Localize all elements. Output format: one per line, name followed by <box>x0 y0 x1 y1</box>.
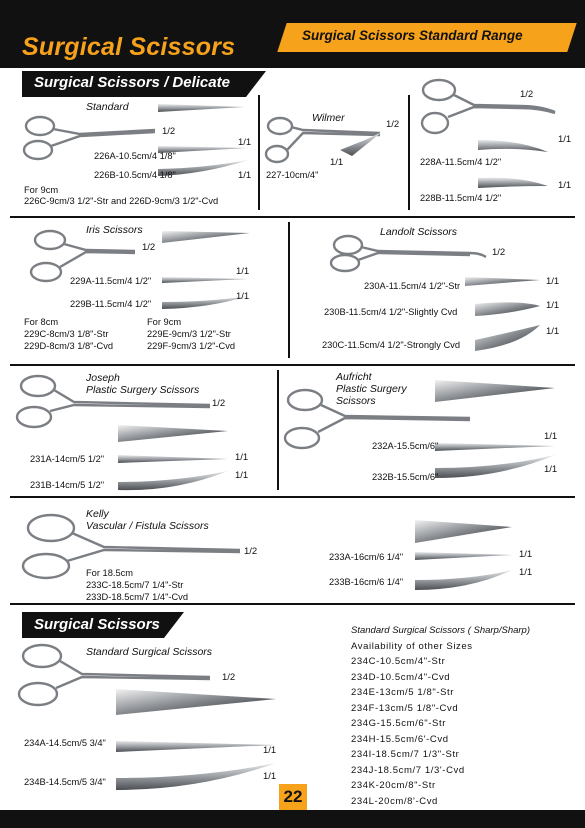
iris-line-a: 229A-11.5cm/4 1/2" <box>70 276 152 286</box>
kelly-name-1: Kelly <box>86 508 109 520</box>
iris-229e: 229E-9cm/3 1/2"-Str <box>147 329 231 339</box>
standard-note-1: For 9cm <box>24 185 59 195</box>
aufricht-line-b: 232B-15.5cm/6" <box>372 472 439 482</box>
list-item: 234E-13cm/5 1/8"-Str <box>351 687 455 698</box>
wilmer-name: Wilmer <box>312 112 345 124</box>
standard-ratio-a: 1/2 <box>162 126 176 137</box>
iris-ratio-a: 1/2 <box>142 242 156 253</box>
range-tab-label: Surgical Scissors Standard Range <box>302 28 523 43</box>
iris-line-b: 229B-11.5cm/4 1/2" <box>70 299 152 309</box>
iris-229f: 229F-9cm/3 1/2"-Cvd <box>147 341 236 351</box>
list-item: 234K-20cm/8"-Str <box>351 780 436 791</box>
iris-229c: 229C-8cm/3 1/8"-Str <box>24 329 109 339</box>
curved-ratio-c: 1/1 <box>558 180 572 191</box>
kelly-ratio-a: 1/2 <box>244 546 258 557</box>
iris-229d: 229D-8cm/3 1/8"-Cvd <box>24 341 114 351</box>
curved-line-a: 228A-11.5cm/4 1/2" <box>420 157 502 167</box>
landolt-ratio-c: 1/1 <box>546 300 560 311</box>
landolt-ratio-d: 1/1 <box>546 326 560 337</box>
std-surgical-line-b: 234B-14.5cm/5 3/4" <box>24 777 106 787</box>
list-item: 234J-18.5cm/7 1/3'-Cvd <box>351 764 465 776</box>
joseph-line-b: 231B-14cm/5 1/2" <box>30 480 105 490</box>
joseph-ratio-a: 1/2 <box>212 398 226 409</box>
landolt-ratio-a: 1/2 <box>492 247 506 258</box>
list-item: 234H-15.5cm/6'-Cvd <box>351 733 449 745</box>
iris-ratio-b: 1/1 <box>236 266 250 277</box>
landolt-line-a: 230A-11.5cm/4 1/2"-Str <box>364 281 461 291</box>
standard-ratio-b: 1/1 <box>238 137 252 148</box>
kelly-ratio-c: 1/1 <box>519 567 533 578</box>
std-surgical-ratio-a: 1/2 <box>222 672 236 683</box>
list-item: 234I-18.5cm/7 1/3"-Str <box>351 749 460 760</box>
std-surgical-name: Standard Surgical Scissors <box>86 646 213 658</box>
list-item: 234G-15.5cm/6"-Str <box>351 718 446 729</box>
curved-ratio-a: 1/2 <box>520 89 534 100</box>
sizes-heading: Standard Surgical Scissors ( Sharp/Sharp… <box>351 625 530 636</box>
standard-note-2: 226C-9cm/3 1/2"-Str and 226D-9cm/3 1/2"-… <box>24 196 219 206</box>
kelly-name-2: Vascular / Fistula Scissors <box>86 520 209 532</box>
divider-row2 <box>10 364 575 366</box>
landolt-name: Landolt Scissors <box>380 226 458 238</box>
standard-line-a: 226A-10.5cm/4 1/8" <box>94 151 176 161</box>
kelly-line-a: 233A-16cm/6 1/4" <box>329 552 404 562</box>
iris-name: Iris Scissors <box>86 224 143 236</box>
section-title-surgical: Surgical Scissors <box>34 616 160 633</box>
aufricht-ratio-c: 1/1 <box>544 464 558 475</box>
page-title: Surgical Scissors <box>22 33 236 61</box>
std-surgical-ratio-c: 1/1 <box>263 771 277 782</box>
aufricht-line-a: 232A-15.5cm/6" <box>372 441 439 451</box>
divider-v4 <box>277 370 279 490</box>
kelly-233d: 233D-18.5cm/7 1/4"-Cvd <box>86 592 188 602</box>
sizes-list: Standard Surgical Scissors ( Sharp/Sharp… <box>351 623 530 809</box>
standard-line-b: 226B-10.5cm/4 1/8" <box>94 170 176 180</box>
std-surgical-ratio-b: 1/1 <box>263 745 277 756</box>
divider-row4 <box>10 603 575 605</box>
landolt-line-c: 230C-11.5cm/4 1/2"-Strongly Cvd <box>322 340 460 350</box>
std-surgical-line-a: 234A-14.5cm/5 3/4" <box>24 738 106 748</box>
divider-v2 <box>408 95 410 210</box>
section-bar-delicate <box>22 71 266 97</box>
joseph-ratio-c: 1/1 <box>235 470 249 481</box>
divider-v3 <box>288 222 290 358</box>
aufricht-name-2: Plastic Surgery <box>336 383 407 395</box>
joseph-ratio-b: 1/1 <box>235 452 249 463</box>
page-footer <box>0 810 585 828</box>
divider-row1 <box>10 216 575 218</box>
aufricht-ratio-b: 1/1 <box>544 431 558 442</box>
divider-v1 <box>258 95 260 210</box>
wilmer-line: 227-10cm/4" <box>266 170 319 180</box>
curved-ratio-b: 1/1 <box>558 134 572 145</box>
section-bar-surgical <box>22 612 184 638</box>
joseph-name-2: Plastic Surgery Scissors <box>86 384 200 396</box>
iris-for8: For 8cm <box>24 317 59 327</box>
landolt-line-b: 230B-11.5cm/4 1/2"-Slightly Cvd <box>324 307 458 317</box>
ring-icon <box>24 115 56 137</box>
section-title-delicate: Surgical Scissors / Delicate <box>34 74 230 91</box>
wilmer-ratio-a: 1/2 <box>386 119 400 130</box>
divider-row3 <box>10 496 575 498</box>
wilmer-ratio-b: 1/1 <box>330 157 344 168</box>
aufricht-name-1: Aufricht <box>336 371 372 383</box>
kelly-for: For 18.5cm <box>86 568 134 578</box>
standard-ratio-c: 1/1 <box>238 170 252 181</box>
kelly-ratio-b: 1/1 <box>519 549 533 560</box>
landolt-ratio-b: 1/1 <box>546 276 560 287</box>
blade-tip <box>158 104 245 112</box>
curved-line-b: 228B-11.5cm/4 1/2" <box>420 193 502 203</box>
list-item: 234F-13cm/5 1/8"-Cvd <box>351 702 459 714</box>
aufricht-name-3: Scissors <box>336 395 376 407</box>
page-number: 22 <box>279 784 307 810</box>
ring-icon <box>22 139 54 161</box>
iris-ratio-c: 1/1 <box>236 291 250 302</box>
kelly-233c: 233C-18.5cm/7 1/4"-Str <box>86 580 184 590</box>
sizes-subheading: Availability of other Sizes <box>351 640 473 652</box>
joseph-line-a: 231A-14cm/5 1/2" <box>30 454 105 464</box>
standard-name: Standard <box>86 101 129 113</box>
iris-for9: For 9cm <box>147 317 182 327</box>
list-item: 234D-10.5cm/4"-Cvd <box>351 671 451 683</box>
list-item: 234C-10.5cm/4"-Str <box>351 656 446 667</box>
joseph-name-1: Joseph <box>86 372 120 384</box>
list-item: 234L-20cm/8'-Cvd <box>351 795 438 807</box>
kelly-line-b: 233B-16cm/6 1/4" <box>329 577 404 587</box>
